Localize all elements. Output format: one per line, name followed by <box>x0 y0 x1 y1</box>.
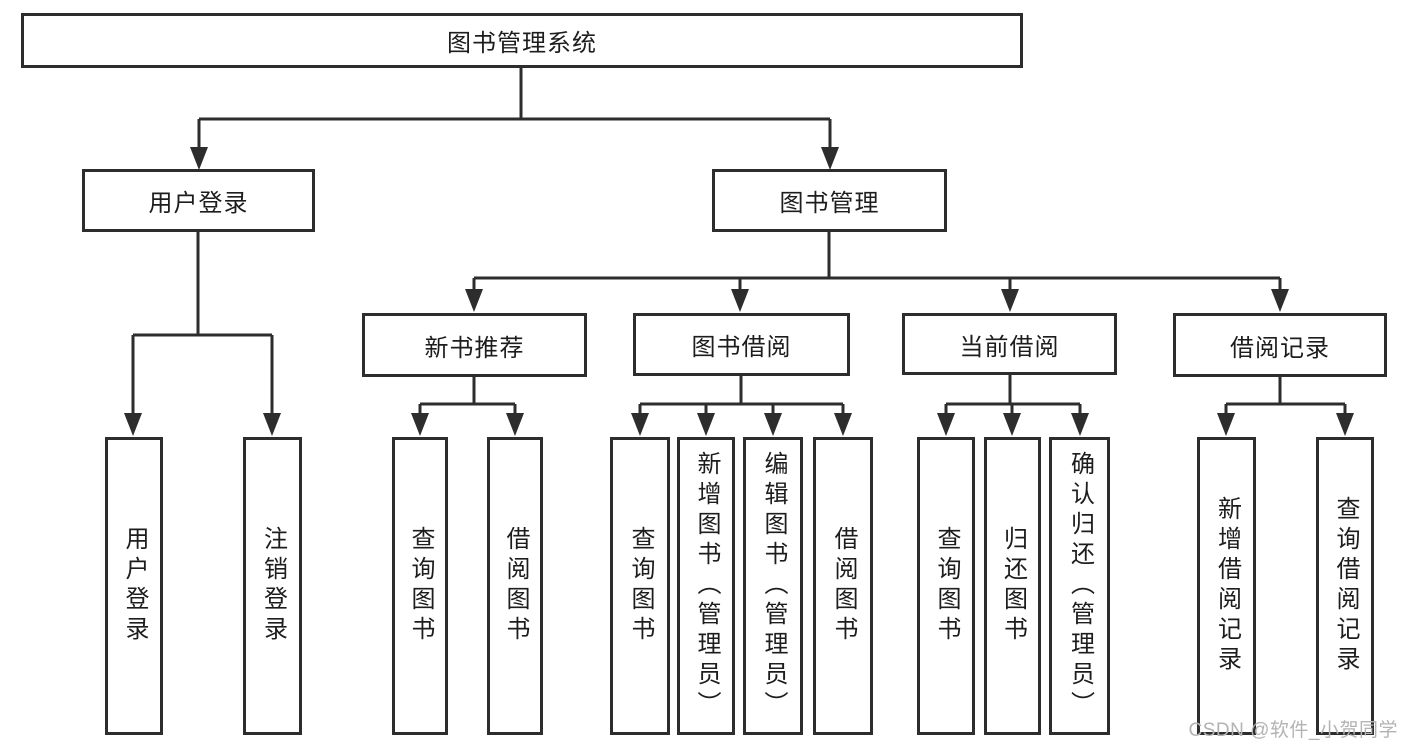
leaf-borrow-add-label: 新增图书（管理员） <box>693 451 720 721</box>
leaf-record-add: 新增借阅记录 <box>1197 437 1256 735</box>
arrow-icon <box>506 413 524 436</box>
arrow-icon <box>1003 413 1021 436</box>
arrow-icon <box>263 413 281 436</box>
leaf-logout: 注销登录 <box>243 437 302 735</box>
leaf-borrow-add: 新增图书（管理员） <box>677 437 735 735</box>
leaf-current-query: 查询图书 <box>917 437 975 735</box>
leaf-borrow-query: 查询图书 <box>610 437 670 735</box>
node-current-borrow: 当前借阅 <box>902 313 1117 375</box>
leaf-current-return: 归还图书 <box>984 437 1041 735</box>
arrow-icon <box>190 147 208 170</box>
leaf-borrow-edit: 编辑图书（管理员） <box>743 437 803 735</box>
connector-record-branch <box>1224 377 1347 416</box>
arrow-icon <box>834 413 852 436</box>
arrow-icon <box>937 413 955 436</box>
connector-category-branch <box>472 232 1282 292</box>
connector-login-branch <box>131 232 274 416</box>
leaf-current-return-label: 归还图书 <box>999 526 1027 646</box>
connector-borrow-branch <box>638 376 845 416</box>
node-user-login-label: 用户登录 <box>148 190 249 217</box>
arrow-icon <box>1271 289 1289 312</box>
leaf-newbook-borrow: 借阅图书 <box>487 437 543 735</box>
arrow-icon <box>1071 413 1089 436</box>
leaf-record-query: 查询借阅记录 <box>1316 437 1374 735</box>
leaf-borrow-edit-label: 编辑图书（管理员） <box>760 451 787 721</box>
leaf-current-query-label: 查询图书 <box>933 526 960 646</box>
node-book-management-label: 图书管理 <box>779 190 880 217</box>
watermark: CSDN @软件_小贺同学 <box>1188 720 1398 741</box>
arrow-icon <box>764 413 782 436</box>
node-book-borrow-label: 图书借阅 <box>691 334 792 361</box>
leaf-borrow-borrow: 借阅图书 <box>813 437 873 735</box>
node-current-borrow-label: 当前借阅 <box>959 333 1060 361</box>
leaf-borrow-query-label: 查询图书 <box>627 526 654 646</box>
arrow-icon <box>1001 289 1019 312</box>
leaf-record-add-label: 新增借阅记录 <box>1213 496 1241 676</box>
leaf-newbook-query: 查询图书 <box>392 437 448 735</box>
node-book-management: 图书管理 <box>712 169 947 232</box>
arrow-icon <box>1336 413 1354 436</box>
leaf-current-confirm-return: 确认归还（管理员） <box>1049 437 1110 735</box>
arrowheads <box>124 147 1354 436</box>
leaf-current-confirm-return-label: 确认归还（管理员） <box>1066 451 1094 721</box>
arrow-icon <box>631 413 649 436</box>
arrow-icon <box>697 413 715 436</box>
connector-current-branch <box>944 375 1082 416</box>
node-borrow-record: 借阅记录 <box>1173 313 1387 377</box>
connector-root-branch <box>197 68 832 150</box>
node-borrow-record-label: 借阅记录 <box>1230 334 1330 362</box>
arrow-icon <box>465 289 483 312</box>
arrow-icon <box>1217 413 1235 436</box>
leaf-user-login-label: 用户登录 <box>121 526 148 646</box>
arrow-icon <box>411 413 429 436</box>
leaf-logout-label: 注销登录 <box>259 526 287 646</box>
leaf-newbook-query-label: 查询图书 <box>407 526 434 646</box>
leaf-newbook-borrow-label: 借阅图书 <box>502 526 529 646</box>
node-new-book-recommend-label: 新书推荐 <box>424 334 525 362</box>
node-root-label: 图书管理系统 <box>447 30 597 57</box>
node-new-book-recommend: 新书推荐 <box>362 313 587 377</box>
node-root: 图书管理系统 <box>21 13 1023 68</box>
node-user-login: 用户登录 <box>82 169 315 232</box>
leaf-record-query-label: 查询借阅记录 <box>1332 496 1359 676</box>
arrow-icon <box>124 413 142 436</box>
leaf-user-login: 用户登录 <box>105 437 163 735</box>
arrow-icon <box>731 289 749 312</box>
leaf-borrow-borrow-label: 借阅图书 <box>830 526 857 646</box>
node-book-borrow: 图书借阅 <box>633 313 850 376</box>
connector-newbook-branch <box>418 377 517 416</box>
arrow-icon <box>821 147 839 170</box>
